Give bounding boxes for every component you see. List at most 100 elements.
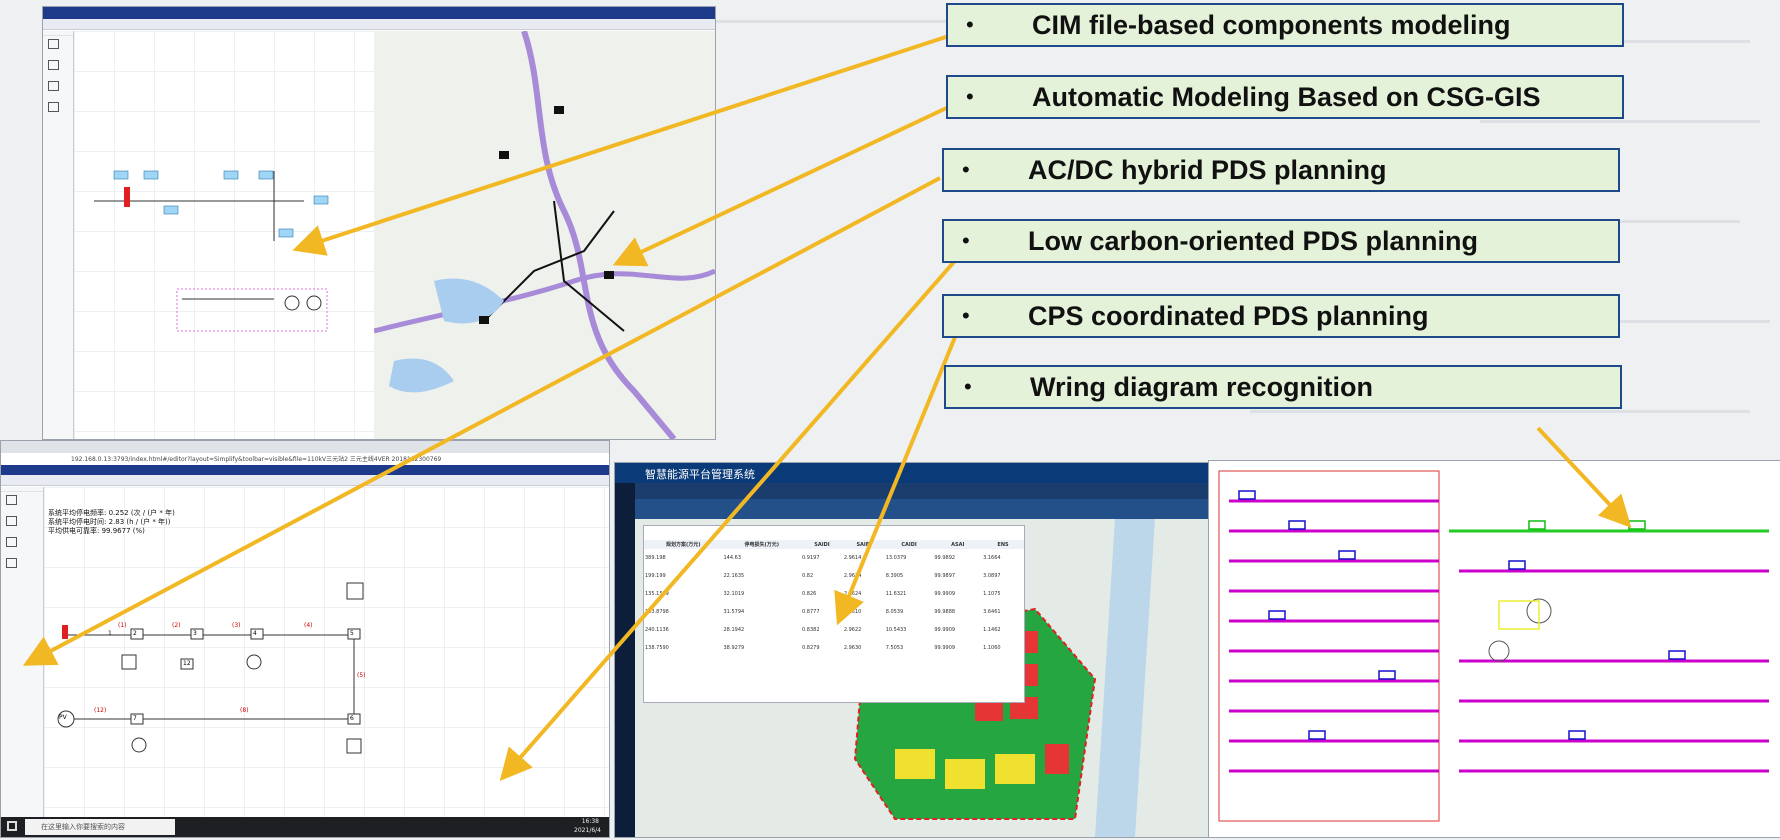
gis-map[interactable] (373, 30, 715, 439)
switch-icon[interactable] (6, 495, 17, 505)
cell: 99.9909 (934, 591, 956, 597)
bullet: • (962, 228, 970, 253)
recognition-box (1668, 650, 1686, 660)
node-box (258, 170, 274, 180)
component-palette[interactable] (1, 487, 44, 817)
breaker-icon[interactable] (48, 60, 59, 70)
cell: 240.1136 (645, 627, 669, 633)
windows-start-icon[interactable] (7, 821, 17, 831)
transformer-icon[interactable] (6, 537, 17, 547)
recognition-box (1528, 520, 1546, 530)
single-line-diagram (94, 170, 329, 332)
cell: 144.63 (723, 555, 742, 561)
edge-label: (2) (172, 622, 181, 629)
node-box (347, 713, 361, 725)
pv-label: PV (59, 714, 67, 721)
cell: 99.9888 (934, 609, 956, 615)
substation-marker (604, 271, 614, 279)
screenshot-wiring-recognition (1208, 460, 1780, 838)
col-header: ENS (997, 541, 1009, 548)
bullet: • (966, 84, 974, 109)
taskbar-search[interactable]: 在这里输入你要搜索的内容 (25, 819, 175, 835)
load-icon[interactable] (48, 102, 59, 112)
cell: 2.9624 (843, 591, 862, 597)
bullet: • (962, 303, 970, 328)
edge-label: (5) (357, 672, 366, 679)
node-label: 1 (108, 630, 112, 637)
cell: 0.8279 (802, 645, 820, 651)
cell: 2.9624 (843, 573, 862, 579)
reliability-table-panel[interactable]: 规划方案(万元) 停电损失(万元) SAIDI SAIFI CAIDI ASAI… (643, 525, 1025, 703)
planning-map[interactable]: 规划方案(万元) 停电损失(万元) SAIDI SAIFI CAIDI ASAI… (635, 519, 1287, 837)
substation-frame (176, 288, 328, 332)
address-url[interactable]: 192.168.0.13:3793/index.html#/editor?lay… (71, 456, 442, 463)
cell: 11.6321 (885, 591, 907, 597)
platform-toolbar[interactable] (635, 499, 1287, 519)
component-palette[interactable] (43, 31, 74, 439)
window-titlebar (43, 7, 715, 19)
recognition-box (1508, 560, 1526, 570)
breaker-icon[interactable] (6, 516, 17, 526)
col-header: SAIDI (814, 541, 830, 548)
taskbar-date[interactable]: 2021/6/4 (574, 827, 601, 834)
switch-icon[interactable] (48, 39, 59, 49)
node-box (223, 170, 239, 180)
platform-tabs[interactable] (635, 483, 1287, 499)
cell: 8.0539 (885, 609, 904, 615)
edge-label: (8) (240, 707, 249, 714)
generator-symbol (246, 654, 262, 670)
taskbar-clock[interactable]: 16:38 (581, 818, 599, 825)
platform-sidebar[interactable] (615, 483, 635, 837)
cell: 99.9909 (934, 645, 956, 651)
cell: 38.9279 (723, 645, 745, 651)
platform-header: 智慧能源平台管理系统 (615, 463, 1287, 483)
substation-marker (479, 316, 489, 324)
load-icon[interactable] (6, 558, 17, 568)
cell: 0.8777 (802, 609, 820, 615)
cell: 10.5433 (885, 627, 907, 633)
cell: 1.1075 (983, 591, 1001, 597)
transformer-icon[interactable] (48, 81, 59, 91)
screenshot-energy-platform: 智慧能源平台管理系统 规划方案(万元) (614, 462, 1288, 838)
cell: 2.9610 (843, 609, 862, 615)
menu-bar[interactable] (43, 19, 715, 30)
recognized-wiring-diagram (1218, 470, 1769, 822)
node-box (130, 713, 144, 725)
cell: 22.1635 (723, 573, 745, 579)
taskbar[interactable]: 在这里输入你要搜索的内容 16:38 2021/6/4 (1, 817, 609, 837)
cell: 32.1019 (723, 591, 745, 597)
app-titlebar (1, 465, 609, 475)
menu-bar[interactable] (1, 475, 609, 486)
edge-label: (1) (118, 622, 127, 629)
feature-low-carbon-planning: • Low carbon-oriented PDS planning (942, 219, 1620, 263)
browser-tabs[interactable] (1, 441, 609, 453)
feature-label: Low carbon-oriented PDS planning (1028, 225, 1479, 256)
transformer-symbol (131, 737, 147, 753)
col-header: CAIDI (901, 541, 917, 548)
edge-label: (12) (94, 707, 107, 714)
recognition-box (1338, 550, 1356, 560)
drawing-canvas[interactable]: 系统平均停电频率: 0.252 (次 / (户 * 年) 系统平均停电时间: 2… (44, 487, 609, 817)
table-header-row: 规划方案(万元) 停电损失(万元) SAIDI SAIFI CAIDI ASAI… (644, 540, 1024, 549)
screenshot-acdc-planning: 192.168.0.13:3793/index.html#/editor?lay… (0, 440, 610, 838)
pv-symbol (57, 710, 75, 728)
cell: 3.1664 (983, 555, 1001, 561)
feature-label: CIM file-based components modeling (1032, 9, 1511, 40)
bullet: • (962, 157, 970, 182)
recognition-box (1288, 520, 1306, 530)
cell: 31.5794 (723, 609, 745, 615)
node-label: 5 (350, 630, 354, 637)
reliability-table: 规划方案(万元) 停电损失(万元) SAIDI SAIFI CAIDI ASAI… (644, 540, 1024, 657)
cell: 0.8382 (802, 627, 820, 633)
cell: 7.5053 (885, 645, 904, 651)
recognition-box (1568, 730, 1586, 740)
drawing-canvas[interactable] (74, 31, 374, 439)
node-label: 2 (133, 630, 137, 637)
cell: 138.7590 (645, 645, 669, 651)
